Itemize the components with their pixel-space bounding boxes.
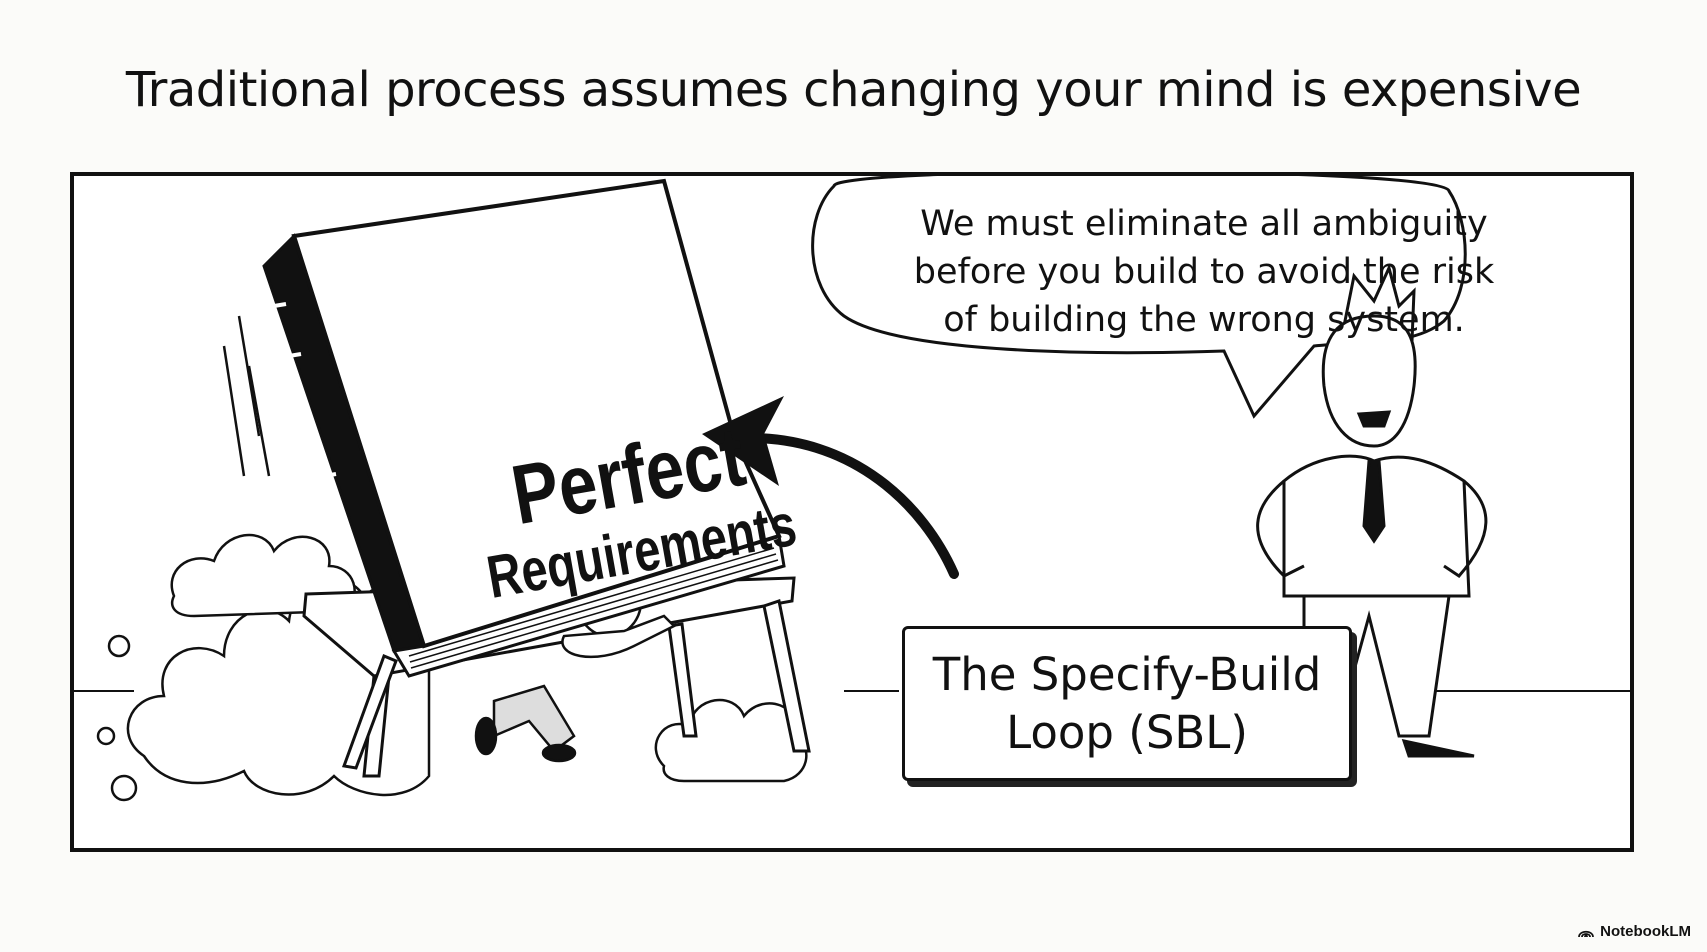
comic-illustration bbox=[74, 176, 1630, 802]
slide-title: Traditional process assumes changing you… bbox=[125, 62, 1582, 118]
sbl-label-text: The Specify-Build Loop (SBL) bbox=[932, 647, 1322, 759]
brand-name: NotebookLM bbox=[1600, 923, 1691, 940]
notebooklm-brand: NotebookLM bbox=[1578, 923, 1691, 940]
speech-bubble-text: We must eliminate all ambiguity before y… bbox=[913, 204, 1495, 340]
curved-arrow-icon bbox=[702, 396, 959, 579]
comic-panel: Perfect Requirements We must eliminate a… bbox=[70, 172, 1634, 852]
sbl-label-box: The Specify-Build Loop (SBL) bbox=[902, 626, 1352, 781]
notebooklm-logo-icon bbox=[1578, 930, 1595, 937]
requirements-book-illustration bbox=[222, 178, 786, 678]
